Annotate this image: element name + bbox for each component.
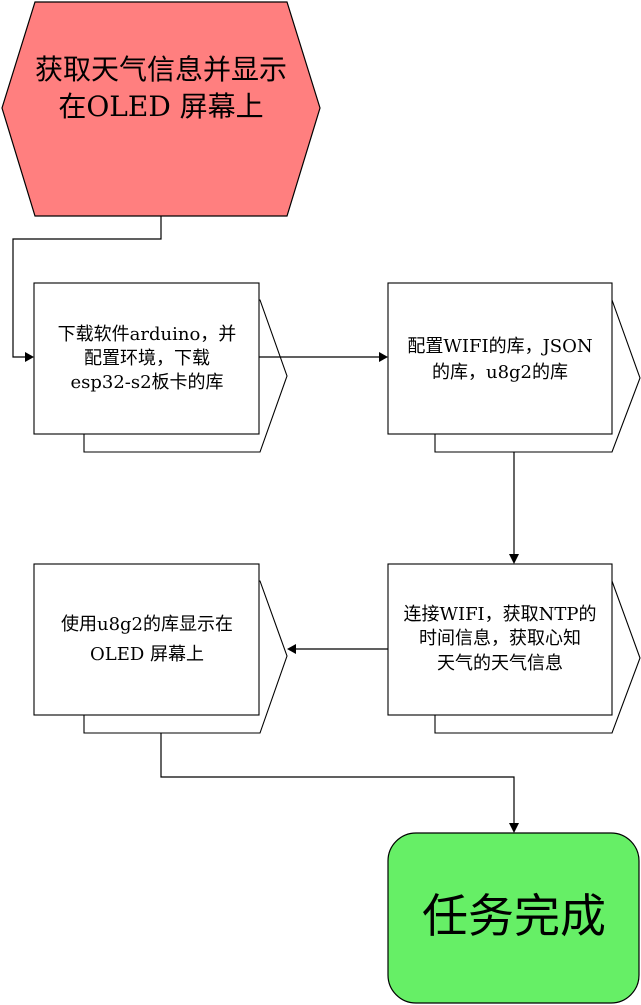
process-step-3-line-2: 时间信息，获取心知 — [419, 628, 581, 649]
process-step-3-line-3: 天气的天气信息 — [437, 653, 563, 674]
start-hexagon — [1, 1, 321, 217]
process-step-1-line-1: 下载软件arduino，并 — [58, 324, 237, 345]
process-step-3: 连接WIFI，获取NTP的 时间信息，获取心知 天气的天气信息 — [387, 563, 641, 734]
process-step-3-box — [387, 563, 613, 716]
end-node: 任务完成 — [387, 832, 640, 1004]
connector-step-2-to-step-3-arrowhead — [509, 554, 519, 564]
process-step-1-line-3: esp32-s2板卡的库 — [70, 372, 223, 393]
process-step-2-line-2: 的库，u8g2的库 — [432, 362, 568, 383]
connector-step-4-to-end — [160, 733, 515, 826]
process-step-4-line-2: OLED 屏幕上 — [90, 644, 204, 665]
process-step-4: 使用u8g2的库显示在 OLED 屏幕上 — [33, 563, 288, 734]
process-step-4-box — [33, 563, 260, 716]
process-step-1-line-2: 配置环境，下载 — [84, 348, 210, 369]
process-step-4-line-1: 使用u8g2的库显示在 — [61, 614, 233, 635]
connector-start-to-step-1-arrowhead — [25, 352, 34, 362]
process-step-2-line-1: 配置WIFI的库，JSON — [407, 336, 592, 357]
start-label-line-1: 获取天气信息并显示 — [35, 53, 287, 86]
connector-start-to-step-1 — [12, 216, 162, 358]
start-label-line-2: 在OLED 屏幕上 — [58, 90, 263, 123]
end-label: 任务完成 — [422, 889, 606, 943]
connector-step-3-to-step-4-arrowhead — [287, 644, 296, 654]
process-step-2: 配置WIFI的库，JSON 的库，u8g2的库 — [387, 282, 641, 453]
connector-step-1-to-step-2-arrowhead — [379, 352, 388, 362]
end-rounded-box — [387, 832, 640, 1004]
process-step-1-box — [33, 282, 260, 435]
start-node: 获取天气信息并显示 在OLED 屏幕上 — [1, 1, 321, 217]
connector-step-4-to-end-arrowhead — [509, 823, 519, 833]
process-step-2-box — [387, 282, 613, 435]
process-step-3-line-1: 连接WIFI，获取NTP的 — [403, 604, 596, 625]
process-step-1: 下载软件arduino，并 配置环境，下载 esp32-s2板卡的库 — [33, 282, 288, 453]
